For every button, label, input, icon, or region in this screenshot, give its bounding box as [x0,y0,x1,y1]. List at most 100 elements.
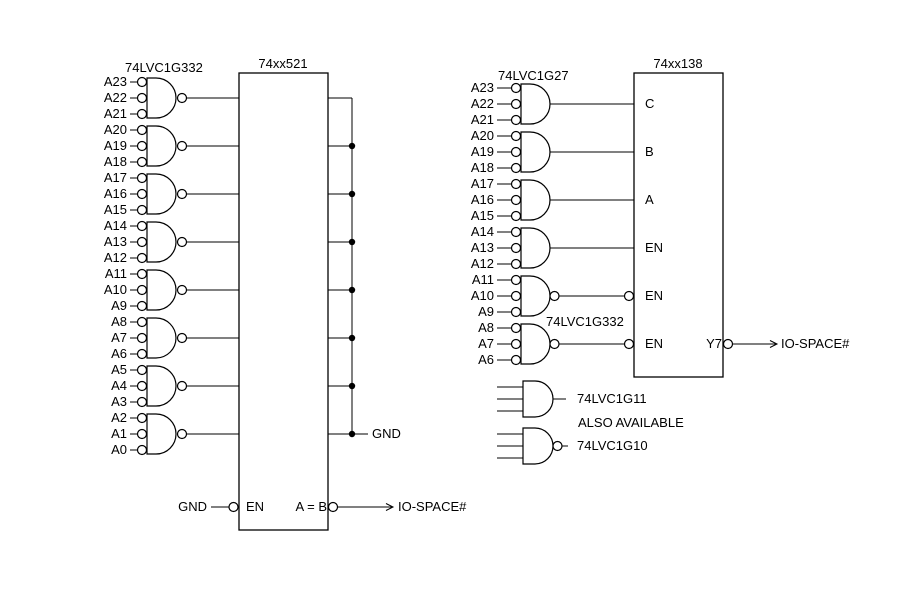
net-label: A5 [111,362,127,377]
nor-gate [520,179,551,221]
invert-bubble [136,156,148,168]
junction-dot [348,430,356,438]
invert-bubble [136,396,148,408]
invert-bubble [552,440,563,452]
net-label: A15 [471,208,494,223]
junction-dot [348,334,356,342]
chip-body [238,72,329,531]
invert-bubble [136,204,148,216]
net-label: A21 [471,112,494,127]
invert-bubble [623,338,635,350]
nor-gate [520,131,551,173]
net-label: A14 [104,218,127,233]
net-label: A12 [471,256,494,271]
invert-bubble [136,300,148,312]
invert-bubble [510,130,522,142]
net-label: A13 [104,234,127,249]
invert-bubble [136,332,148,344]
junction-dot [348,238,356,246]
net-label: A7 [478,336,494,351]
pin-label: Y7 [706,336,722,351]
net-label: A11 [472,272,494,287]
invert-bubble [510,210,522,222]
invert-bubble [136,92,148,104]
pin-label: B [645,144,654,159]
invert-bubble [722,338,734,350]
net-label: A11 [105,266,127,281]
invert-bubble [136,316,148,328]
invert-bubble [136,124,148,136]
invert-bubble [510,354,522,366]
net-label: A8 [111,314,127,329]
invert-bubble [549,338,560,350]
pin-label: C [645,96,654,111]
invert-bubble [136,284,148,296]
net-label: A18 [471,160,494,175]
nor-gate [146,173,177,215]
net-label: A22 [471,96,494,111]
net-label: A17 [471,176,494,191]
junction-dot [348,382,356,390]
net-label: A1 [111,426,127,441]
comparator-input-wires [130,76,148,456]
net-label: A9 [111,298,127,313]
invert-bubble [510,114,522,126]
net-label: A23 [471,80,494,95]
invert-bubble [510,146,522,158]
nor-gate [146,125,177,167]
invert-bubble [510,274,522,286]
invert-bubble [510,226,522,238]
nor-gate [520,227,551,269]
decoder-gates: 74LVC1G27 74LVC1G332 [498,68,635,365]
pin-label: EN [645,336,663,351]
junction-dot [348,190,356,198]
net-label: A10 [104,282,127,297]
nor-gate [146,365,177,407]
comparator-chip: 74xx521 EN A = B [238,56,329,531]
invert-bubble [136,268,148,280]
net-label: A17 [104,170,127,185]
chip-title: 74xx521 [258,56,307,71]
invert-bubble [510,258,522,270]
invert-bubble [136,172,148,184]
comparator-enable-and-output: GND IO-SPACE# [178,499,467,514]
comparator-b-side-bus: GND [328,97,401,441]
invert-bubble [327,501,339,513]
chip-title: 74xx138 [653,56,702,71]
decoder-chip: 74xx138 C B A EN EN EN Y7 [633,56,724,378]
net-label-output: IO-SPACE# [781,336,850,351]
invert-bubble [136,220,148,232]
net-label: A18 [104,154,127,169]
invert-bubble [510,178,522,190]
net-label: A2 [111,410,127,425]
nor-gate [146,413,177,455]
invert-bubble [510,242,522,254]
invert-bubble [510,194,522,206]
net-label: A3 [111,394,127,409]
nor-gate [146,221,177,263]
invert-bubble [510,338,522,350]
chip-body [633,72,724,378]
invert-bubble [136,380,148,392]
invert-bubble [136,236,148,248]
pin-label: A = B [296,499,327,514]
pin-label: EN [645,240,663,255]
junction-dot [348,142,356,150]
invert-bubble [136,412,148,424]
nor-gate [520,83,551,125]
net-label: A16 [104,186,127,201]
invert-bubble [136,364,148,376]
net-label: A20 [104,122,127,137]
net-label: A9 [478,304,494,319]
net-label: A22 [104,90,127,105]
net-label: A7 [111,330,127,345]
invert-bubble [136,428,148,440]
invert-bubble [623,290,635,302]
invert-bubble [136,188,148,200]
invert-bubble [510,82,522,94]
invert-bubble [176,380,188,392]
invert-bubble [136,444,148,456]
decoder-input-wires [497,82,522,366]
and-gate [522,380,554,418]
